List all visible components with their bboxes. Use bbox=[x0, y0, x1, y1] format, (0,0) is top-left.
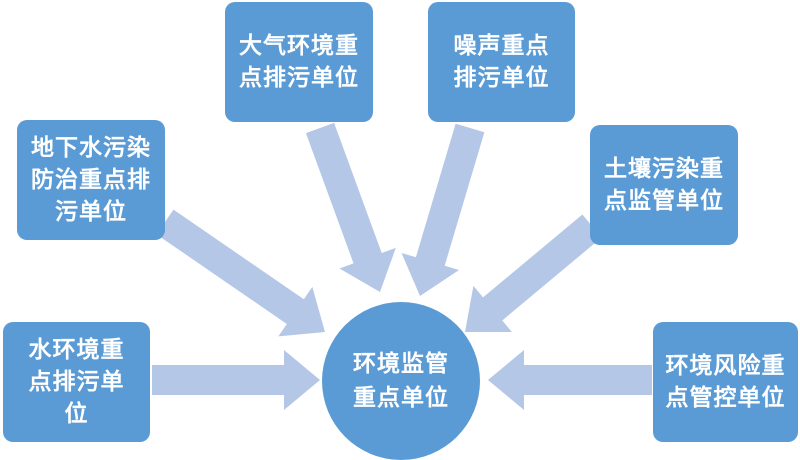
arrow-1 bbox=[401, 123, 485, 297]
source-label: 水环境重点排污单位 bbox=[28, 336, 125, 427]
arrow-4 bbox=[152, 350, 320, 410]
center-label: 环境监管重点单位 bbox=[353, 350, 449, 411]
source-label: 噪声重点排污单位 bbox=[453, 32, 550, 91]
arrow-2 bbox=[156, 209, 325, 337]
source-box-groundwater: 地下水污染防治重点排污单位 bbox=[17, 120, 165, 240]
arrow-3 bbox=[465, 214, 602, 332]
arrow-5 bbox=[488, 350, 652, 410]
source-box-air: 大气环境重点排污单位 bbox=[225, 2, 373, 122]
arrow-0 bbox=[305, 122, 396, 292]
source-box-water: 水环境重点排污单位 bbox=[3, 322, 150, 442]
source-label: 环境风险重点管控单位 bbox=[665, 352, 786, 411]
source-box-risk: 环境风险重点管控单位 bbox=[653, 322, 798, 442]
center-node: 环境监管重点单位 bbox=[322, 302, 480, 460]
source-label: 地下水污染防治重点排污单位 bbox=[31, 134, 151, 225]
arrows-layer bbox=[152, 122, 652, 410]
source-box-noise: 噪声重点排污单位 bbox=[428, 2, 575, 122]
source-box-soil: 土壤污染重点监管单位 bbox=[590, 125, 738, 245]
source-label: 土壤污染重点监管单位 bbox=[604, 155, 724, 214]
source-label: 大气环境重点排污单位 bbox=[239, 32, 359, 91]
